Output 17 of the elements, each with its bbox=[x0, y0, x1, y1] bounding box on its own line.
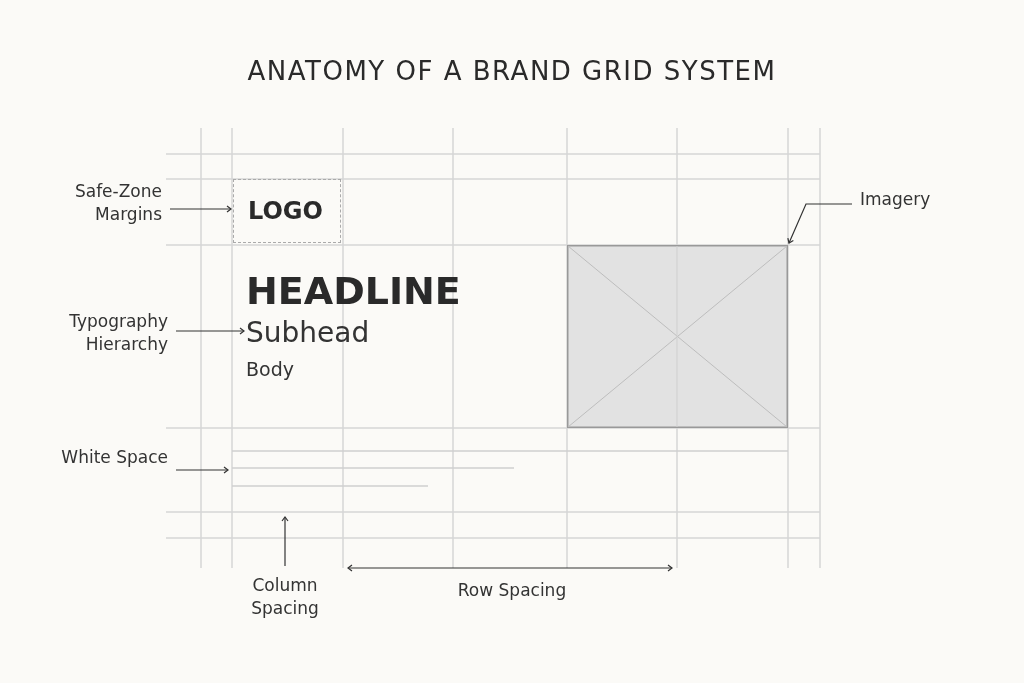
callout-label: Imagery bbox=[860, 188, 960, 211]
arrow bbox=[281, 516, 289, 567]
title: ANATOMY OF A BRAND GRID SYSTEM bbox=[246, 56, 778, 86]
arrow bbox=[175, 327, 245, 335]
arrow bbox=[175, 466, 229, 474]
body-text: Body bbox=[246, 357, 295, 382]
callout-label: Safe-Zone Margins bbox=[30, 180, 162, 226]
callout-label: Column Spacing bbox=[225, 574, 345, 620]
dashed-placeholder-box bbox=[233, 179, 341, 243]
arrow bbox=[787, 203, 853, 244]
subhead-text: Subhead bbox=[246, 315, 371, 351]
placeholder-label: LOGO bbox=[248, 197, 323, 225]
callout-label: White Space bbox=[60, 446, 168, 469]
callout-label: Typography Hierarchy bbox=[30, 310, 168, 356]
dimension-label: Row Spacing bbox=[456, 579, 568, 602]
arrow bbox=[169, 205, 232, 213]
headline-text: HEADLINE bbox=[246, 268, 462, 314]
